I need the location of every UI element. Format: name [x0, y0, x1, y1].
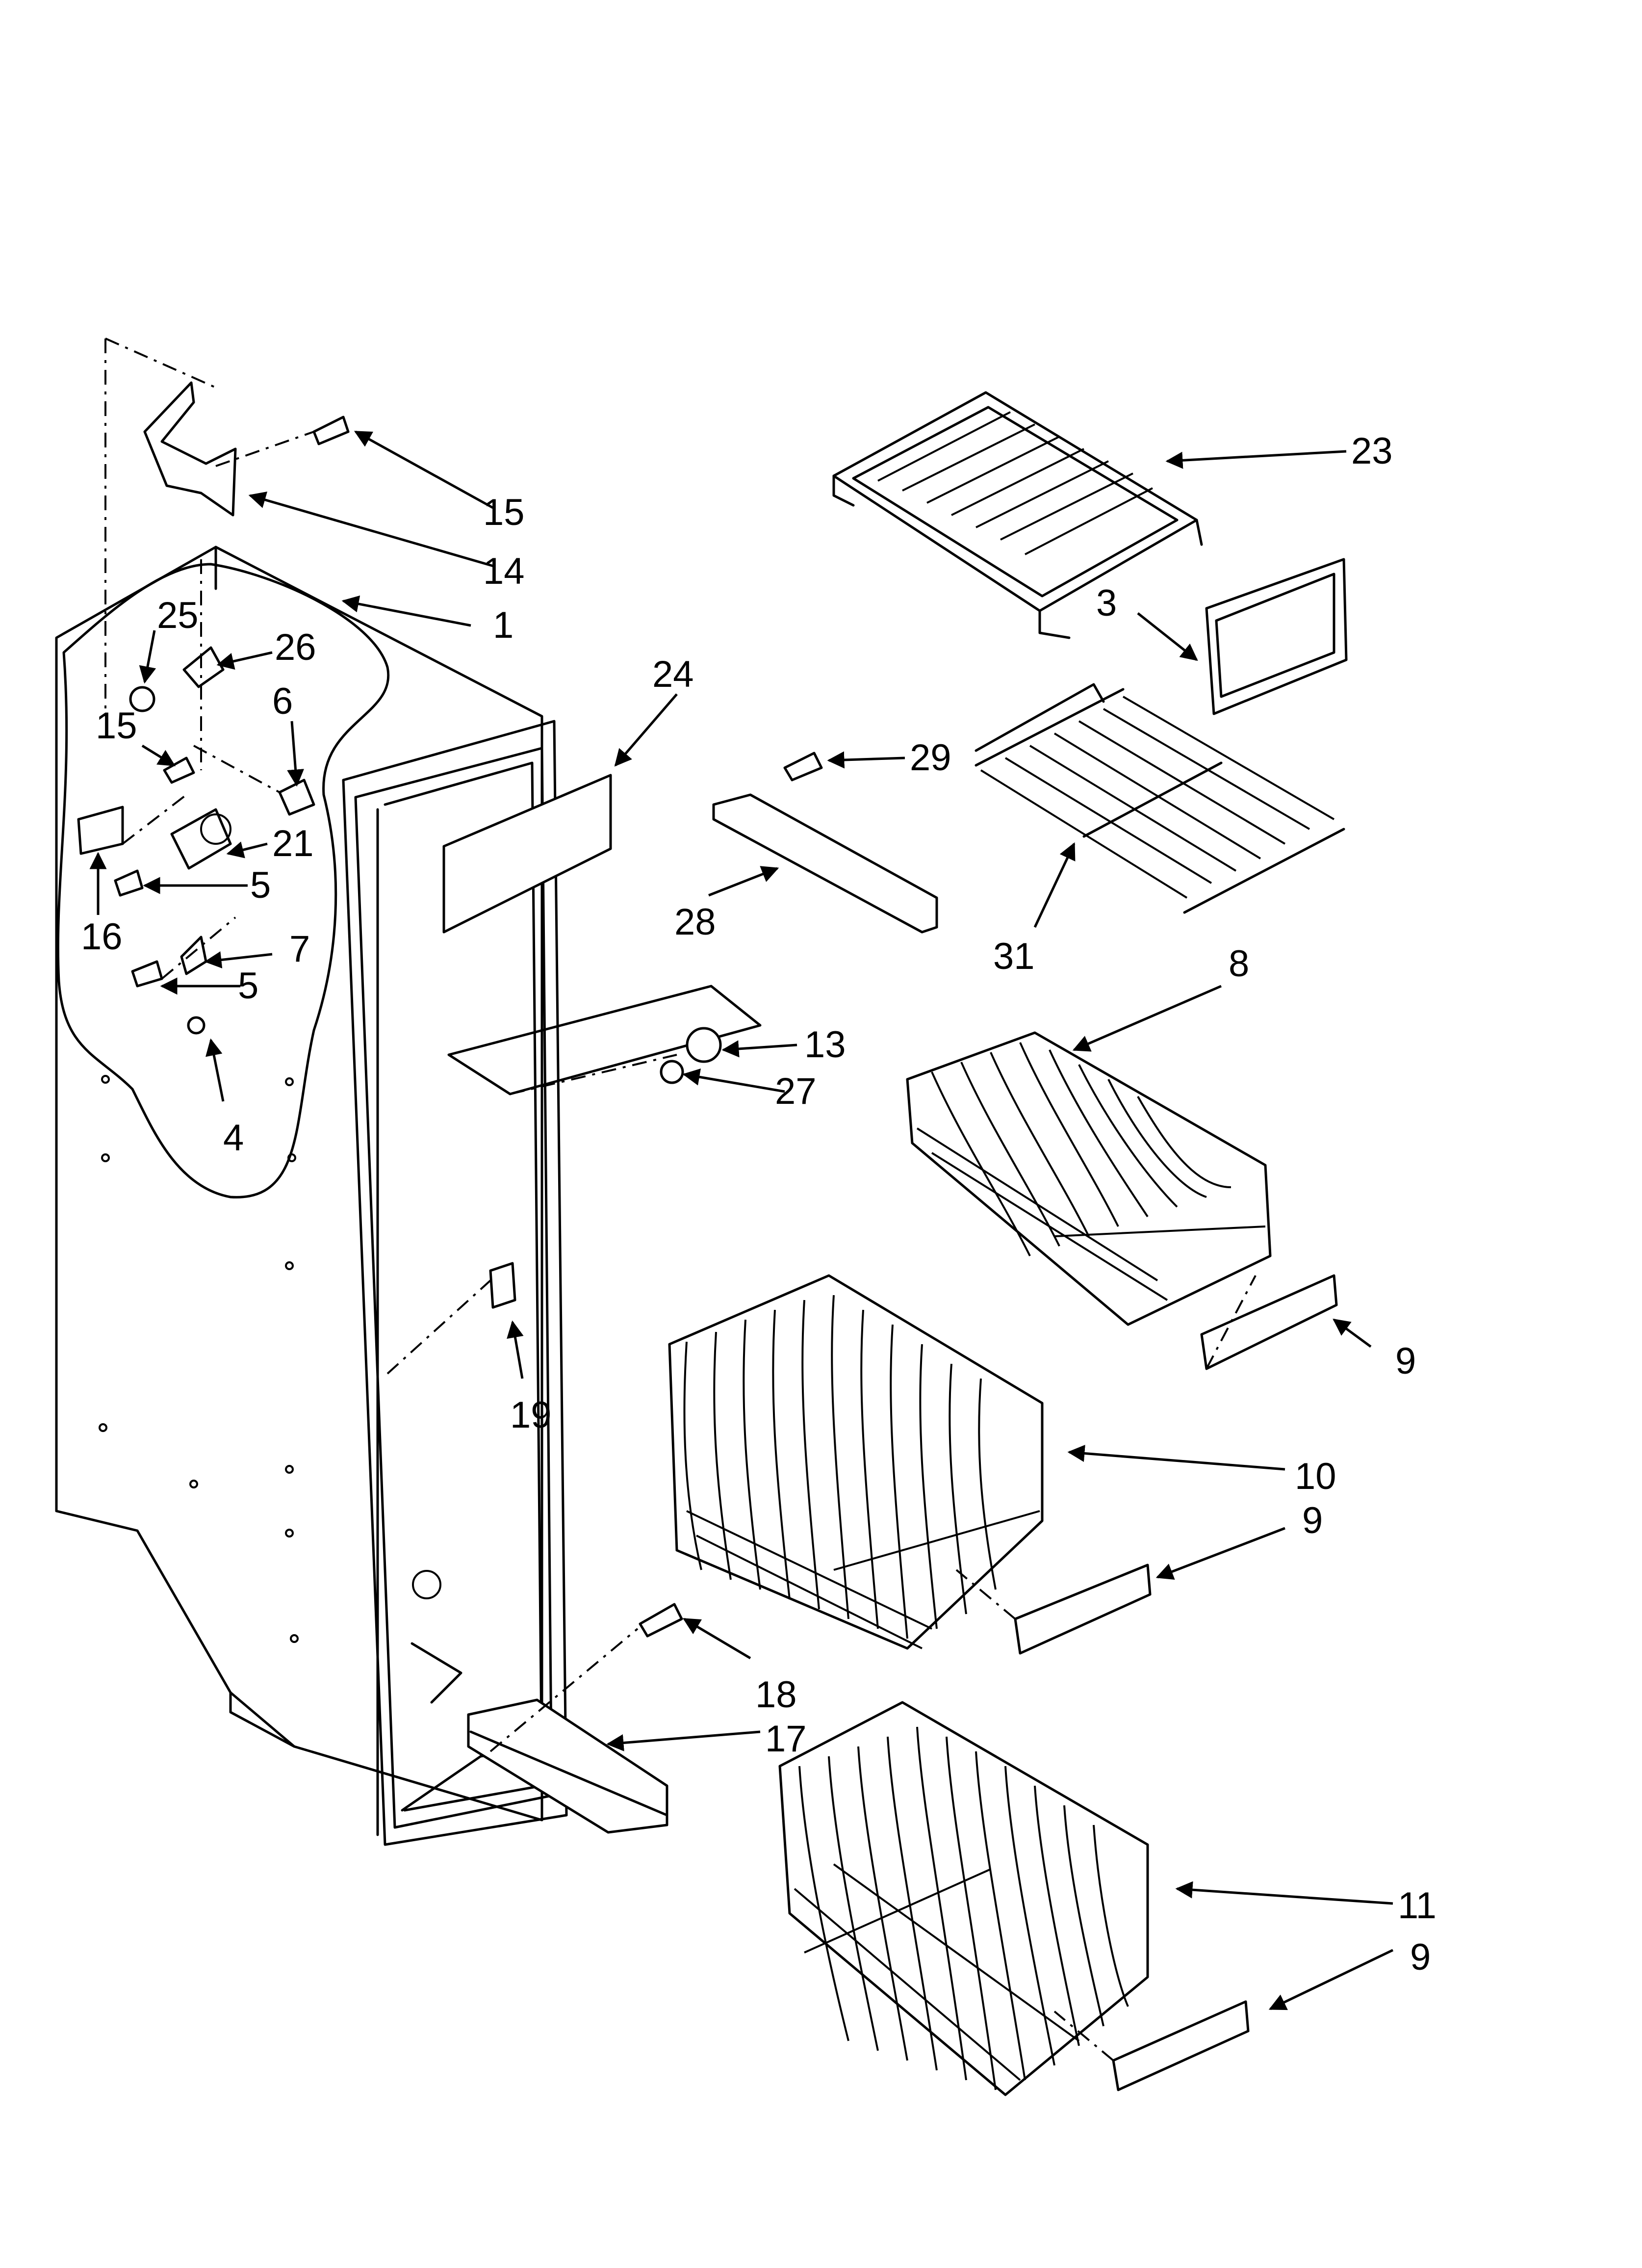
callout-1: 1 — [493, 604, 513, 646]
callout-labels: 23 15 14 1 3 25 26 24 15 6 29 21 5 28 31… — [81, 430, 1437, 1978]
clip-6 — [278, 779, 315, 816]
callout-10: 10 — [1295, 1456, 1336, 1497]
callout-27: 27 — [775, 1070, 817, 1112]
callout-15-top: 15 — [483, 492, 525, 533]
screw-15-mid — [163, 756, 195, 784]
screw-5-lower — [131, 960, 163, 988]
control-panel-plate — [447, 985, 762, 1095]
callout-25: 25 — [157, 595, 199, 636]
screw-4 — [187, 1016, 205, 1035]
callout-16: 16 — [81, 916, 123, 958]
liner-holes — [99, 1075, 299, 1643]
screw-18 — [639, 1603, 683, 1638]
callout-6: 6 — [272, 680, 293, 722]
callout-7: 7 — [289, 928, 310, 970]
callout-4: 4 — [223, 1117, 244, 1159]
basket-slide-9b — [1014, 1564, 1152, 1655]
light-bulb — [129, 686, 155, 712]
basket-slide-9c — [1112, 2000, 1250, 2091]
screw-29 — [783, 752, 823, 782]
freezer-liner — [55, 546, 543, 1822]
left-parts — [77, 338, 722, 1834]
callout-3: 3 — [1096, 582, 1117, 624]
lamp-socket — [182, 646, 225, 688]
callout-23: 23 — [1351, 430, 1393, 472]
callout-14: 14 — [483, 550, 525, 592]
callout-15-mid: 15 — [96, 705, 137, 747]
toe-grille-17 — [467, 1698, 668, 1834]
callout-5-lower: 5 — [238, 965, 258, 1007]
wire-shelf-31 — [975, 683, 1345, 914]
callout-18: 18 — [755, 1674, 797, 1716]
screw-27 — [660, 1060, 684, 1084]
callout-8: 8 — [1229, 943, 1249, 985]
basket-slide-9a — [1200, 1274, 1338, 1370]
callout-28: 28 — [674, 901, 716, 943]
callout-26: 26 — [275, 626, 316, 668]
trim-strip-24 — [442, 774, 612, 934]
switch-19 — [489, 1262, 516, 1309]
callout-24: 24 — [652, 653, 694, 695]
callout-29: 29 — [910, 737, 951, 779]
shelf-23 — [832, 391, 1203, 639]
callout-9-b: 9 — [1302, 1500, 1323, 1541]
callout-21: 21 — [272, 823, 314, 864]
basket-10 — [668, 1274, 1044, 1650]
shield-16 — [77, 806, 124, 855]
basket-11 — [778, 1701, 1149, 2096]
cam-13 — [686, 1027, 722, 1063]
callout-31: 31 — [993, 936, 1035, 977]
callout-13: 13 — [804, 1024, 846, 1066]
callout-9-a: 9 — [1395, 1340, 1416, 1382]
screw-5-upper — [114, 869, 144, 897]
callout-19: 19 — [510, 1394, 552, 1436]
thermostat-21 — [170, 808, 232, 870]
callout-5-upper: 5 — [250, 864, 271, 906]
screw-15-top — [312, 416, 350, 445]
callout-11: 11 — [1398, 1885, 1437, 1927]
glass-3 — [1205, 558, 1348, 715]
leader-lines — [89, 430, 1394, 2010]
callout-17: 17 — [765, 1718, 807, 1760]
top-hinge-bracket — [143, 381, 237, 517]
bracket-7 — [180, 936, 207, 975]
callout-9-c: 9 — [1410, 1936, 1431, 1978]
bracket-28 — [712, 793, 938, 934]
basket-8 — [906, 1031, 1272, 1326]
